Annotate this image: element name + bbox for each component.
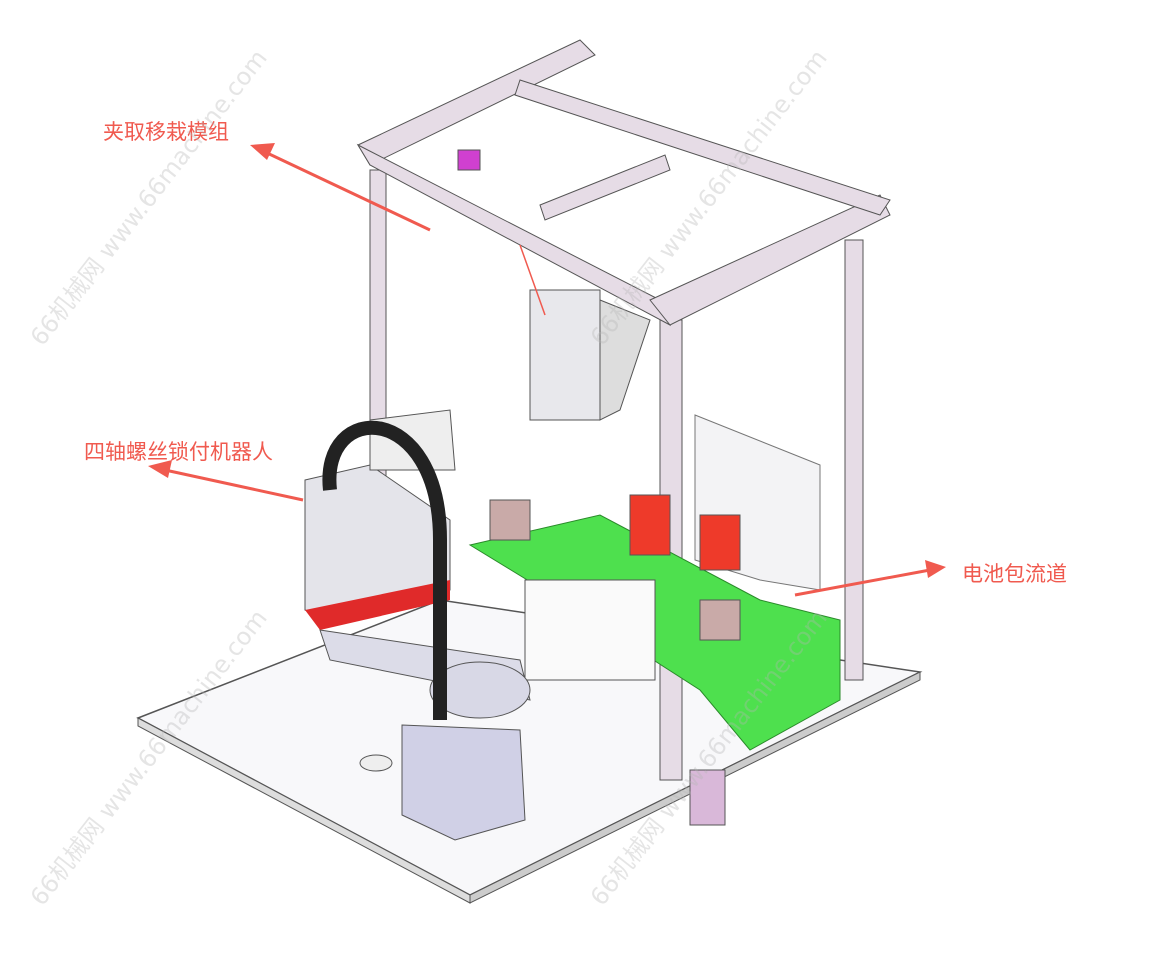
scara-robot [304, 409, 531, 841]
annotation-gripper-module: 夹取移栽模组 [103, 120, 229, 144]
annotation-battery-conveyor: 电池包流道 [962, 562, 1067, 586]
annotation-arrows [148, 143, 946, 597]
annotation-scara-robot: 四轴螺丝锁付机器人 [84, 440, 273, 464]
